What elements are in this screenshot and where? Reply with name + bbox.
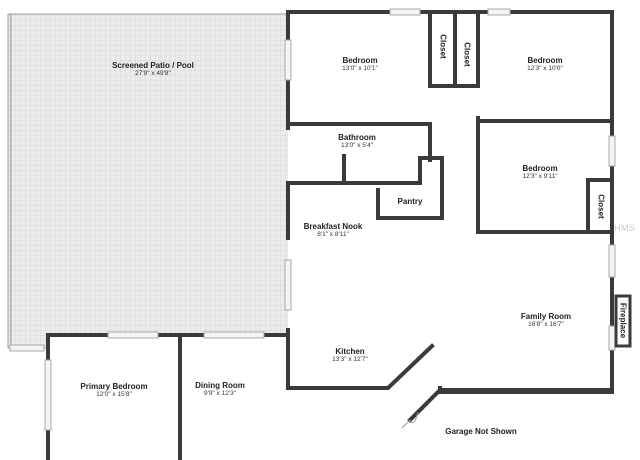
fireplace-label: Fireplace	[618, 302, 628, 339]
patio-floor	[8, 14, 288, 348]
dining-room-label: Dining Room 9'9" x 12'3"	[195, 381, 245, 398]
bedroom-3-label: Bedroom 12'3" x 9'11"	[522, 164, 558, 181]
closet-1-label: Closet	[438, 34, 448, 59]
garage-note: Garage Not Shown	[445, 427, 517, 436]
closet-2-label: Closet	[462, 42, 472, 67]
primary-bedroom-label: Primary Bedroom 12'0" x 15'8"	[80, 382, 148, 399]
bedroom-2-label: Bedroom 12'3" x 10'0"	[527, 56, 563, 73]
windows	[9, 8, 616, 431]
kitchen-label: Kitchen 13'3" x 12'7"	[332, 347, 368, 364]
breakfast-nook-label: Breakfast Nook 8'1" x 8'11"	[303, 222, 363, 239]
pantry-label: Pantry	[397, 197, 423, 206]
family-room-label: Family Room 16'8" x 16'7"	[520, 312, 572, 329]
watermark: HMS	[614, 223, 636, 233]
patio-label: Screened Patio / Pool 27'9" x 49'8"	[112, 61, 194, 78]
bedroom-1-label: Bedroom 13'0" x 10'1"	[342, 56, 378, 73]
closet-3-label: Closet	[596, 194, 606, 219]
bathroom-label: Bathroom 13'0" x 5'4"	[338, 133, 376, 150]
fireplace-box	[614, 294, 632, 348]
